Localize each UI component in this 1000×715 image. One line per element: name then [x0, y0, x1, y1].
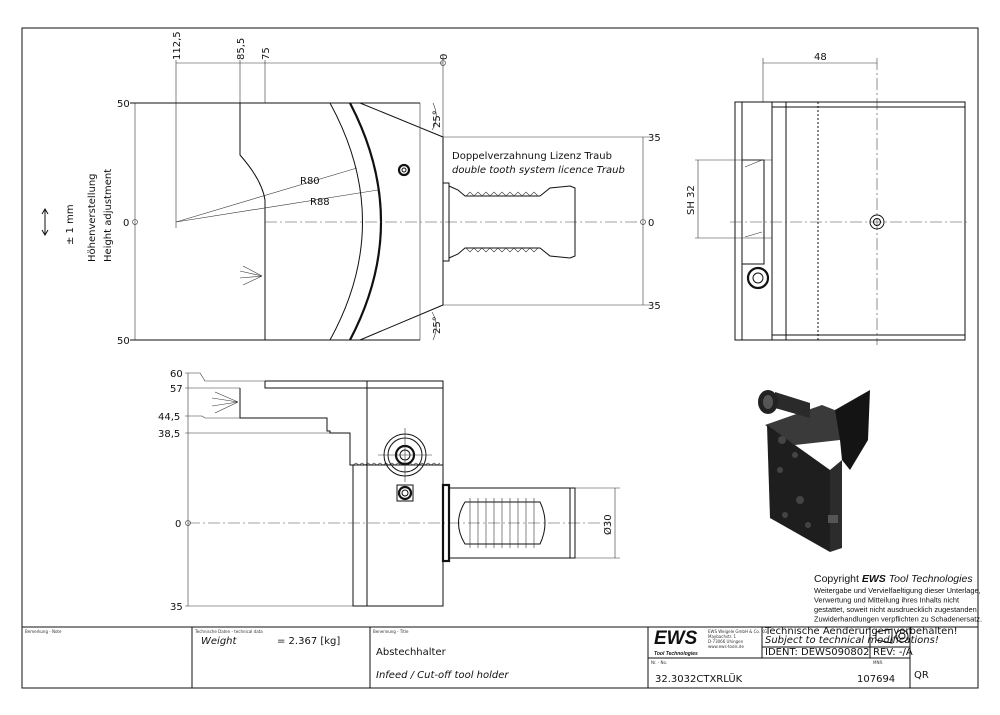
weight-label: Weight	[201, 636, 238, 647]
height-adjust-arrow-icon	[41, 208, 49, 236]
tech-data-label: Technische Daten - technical data	[194, 629, 263, 634]
side-view: 60 57 44,5 38,5 0 35 Ø30	[158, 369, 620, 613]
dim-48: 48	[814, 52, 827, 63]
mnr-label: MNR.	[873, 660, 883, 665]
note-label: Bemerkung - Note	[25, 629, 62, 634]
ews-logo: EWS	[654, 628, 698, 649]
company-line: EWS Weigele GmbH & Co. KG	[708, 629, 767, 634]
projection-symbol-icon	[875, 628, 909, 644]
copyright-notice: Copyright EWS Tool Technologies Weiterga…	[814, 573, 982, 624]
height-adjust-de: Höhenverstellung	[87, 173, 98, 262]
dim-38-5: 38,5	[158, 429, 180, 440]
angle-25-top: 25°	[432, 110, 443, 128]
dim-85-5: 85,5	[236, 38, 247, 60]
weight-value: = 2.367 [kg]	[277, 636, 340, 647]
copyright-line: Zuwiderhandlungen verpflichten zu Schade…	[814, 615, 982, 624]
drawing-frame	[21, 27, 979, 689]
part-number: 32.3032CTXRLÜK	[655, 672, 743, 685]
qr-code-label: QR	[914, 670, 929, 681]
dim-44-5: 44,5	[158, 412, 180, 423]
title-en: Infeed / Cut-off tool holder	[376, 670, 509, 681]
dim-50-top: 50	[117, 99, 130, 110]
dim-35-bottom: 35	[648, 301, 661, 312]
changes-note-en: Subject to technical modifications!	[765, 635, 939, 646]
dim-sh-32: SH 32	[686, 185, 697, 215]
height-adjust-en: Height adjustment	[103, 169, 114, 262]
ident-value: IDENT: DEWS090802	[765, 647, 869, 658]
title-de: Abstechhalter	[376, 647, 447, 658]
dim-0-left: 0	[123, 218, 129, 229]
isometric-render	[758, 390, 870, 552]
company-line: D-73066 Uhingen	[708, 639, 744, 644]
dim-112-5: 112,5	[172, 31, 183, 60]
company-line: Maybachstr. 1	[708, 634, 736, 639]
copyright-line: Weitergabe und Vervielfaeltigung dieser …	[814, 586, 981, 595]
dim-0-side: 0	[175, 519, 181, 530]
angle-25-bottom: 25°	[432, 316, 443, 334]
title-label: Benennung - Title	[373, 629, 409, 634]
right-view: 48 SH 32	[686, 52, 970, 345]
copyright-title: Copyright EWS Tool Technologies	[814, 573, 973, 585]
changes-note-de: Technische Aenderungen vorbehalten!	[764, 626, 958, 637]
copyright-line: Verwertung und Mitteilung ihres Inhalts …	[814, 596, 959, 605]
dim-75: 75	[261, 47, 272, 60]
part-number-label: Nr. - No.	[651, 660, 667, 665]
r80-label: R80	[300, 176, 320, 187]
dim-diameter-30: Ø30	[602, 514, 614, 535]
front-view: 112,5 85,5 75 0 50 0 50 R80 R88 25° 25°	[41, 31, 661, 347]
title-block: Bemerkung - Note Technische Daten - tech…	[22, 626, 978, 688]
ews-logo-subtitle: Tool Technologies	[654, 651, 698, 657]
r88-label: R88	[310, 197, 330, 208]
height-adjust-range: ± 1 mm	[65, 204, 76, 245]
dim-35-top: 35	[648, 133, 661, 144]
note-double-tooth-en: double tooth system licence Traub	[452, 165, 625, 176]
company-line: www.ews-tools.de	[708, 644, 744, 649]
dim-35-side: 35	[170, 602, 183, 613]
note-double-tooth-de: Doppelverzahnung Lizenz Traub	[452, 151, 612, 162]
copyright-line: gestattet, soweit nicht ausdruecklich zu…	[814, 605, 979, 614]
dim-0-right: 0	[648, 218, 654, 229]
dim-60: 60	[170, 369, 183, 380]
dim-50-bottom: 50	[117, 336, 130, 347]
mnr-value: 107694	[857, 674, 895, 685]
dim-57: 57	[170, 384, 183, 395]
dim-0-top: 0	[439, 54, 450, 60]
revision-value: REV: -/A	[873, 647, 913, 658]
